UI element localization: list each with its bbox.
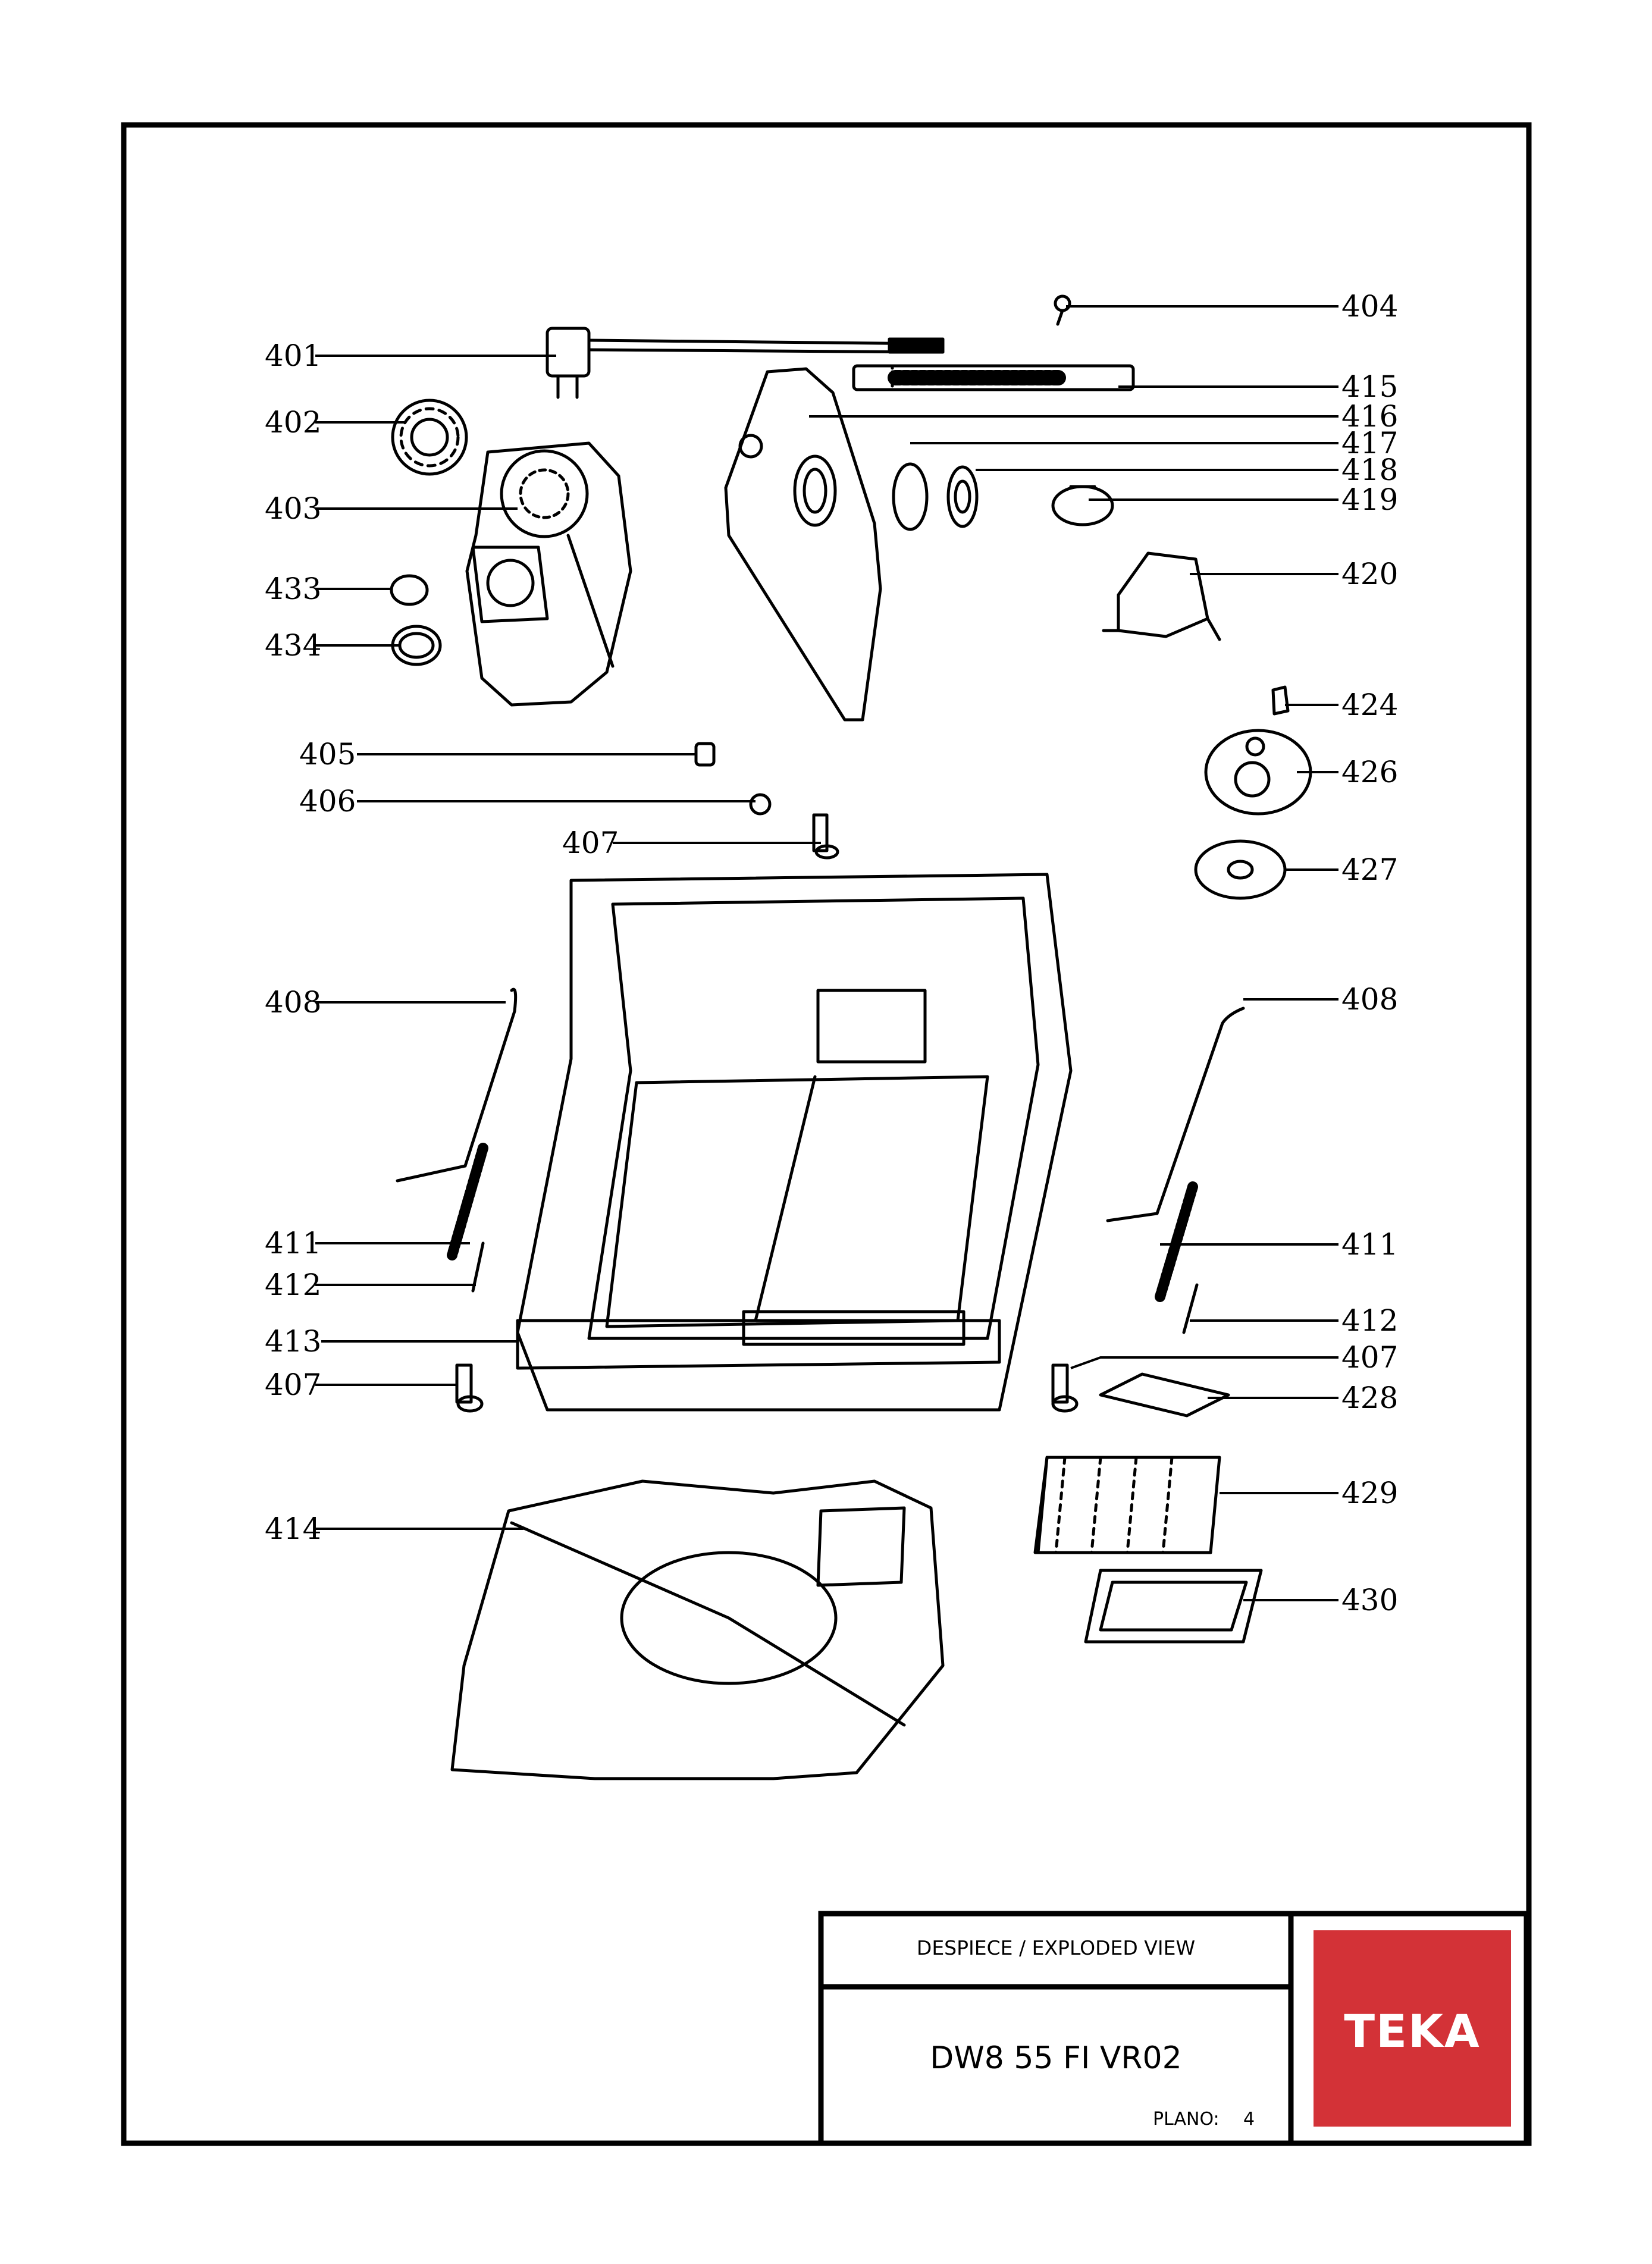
callout-labels-right: 404 415 416 417 418 419 420 424 426 427 … xyxy=(1341,289,1398,1617)
callout-418: 418 xyxy=(1341,453,1398,487)
callout-labels-left: 401 402 403 433 434 405 406 407 408 411 … xyxy=(265,338,619,1546)
brand-logo-panel xyxy=(1314,1930,1511,2127)
part-430-filter-plate xyxy=(1084,1569,1263,1644)
part-406-nut xyxy=(749,793,772,816)
title-block xyxy=(818,1911,1529,2146)
view-title: DESPIECE / EXPLODED VIEW xyxy=(916,1936,1196,1959)
plano-number: 4 xyxy=(1243,2109,1255,2130)
part-426-motor-plate xyxy=(1204,729,1312,816)
callout-433: 433 xyxy=(265,572,321,606)
callout-406: 406 xyxy=(299,784,356,819)
callout-429: 429 xyxy=(1341,1476,1398,1510)
part-418-filter-disc xyxy=(946,465,979,528)
plano-label: PLANO: xyxy=(1153,2109,1220,2130)
part-413-base-frame xyxy=(516,873,1073,1412)
callout-424: 424 xyxy=(1341,688,1398,722)
callout-415: 415 xyxy=(1341,369,1398,404)
part-407-screw-right xyxy=(1051,1363,1079,1413)
part-408-rod-left xyxy=(396,987,518,1183)
callout-430: 430 xyxy=(1341,1583,1398,1617)
callout-407: 407 xyxy=(265,1368,321,1402)
callout-428: 428 xyxy=(1341,1381,1398,1415)
part-407-screw-left xyxy=(455,1363,484,1413)
callout-420: 420 xyxy=(1341,557,1398,591)
part-415-corrugated-hose xyxy=(852,364,1135,391)
part-412-pin-left xyxy=(471,1241,485,1293)
callout-427: 427 xyxy=(1341,852,1398,887)
callout-412: 412 xyxy=(265,1268,321,1302)
part-428-plate xyxy=(1099,1372,1230,1418)
callout-426: 426 xyxy=(1341,755,1398,789)
callout-412: 412 xyxy=(1341,1303,1398,1338)
callout-419: 419 xyxy=(1341,482,1398,517)
callout-416: 416 xyxy=(1341,399,1398,434)
callout-411: 411 xyxy=(265,1226,321,1260)
part-424-clip xyxy=(1271,685,1290,716)
part-401-power-cord xyxy=(546,327,945,399)
brand-logo: TEKA xyxy=(1344,2005,1481,2058)
part-407-screw-top xyxy=(812,813,839,860)
part-402-gear-knob xyxy=(391,399,468,476)
callout-402: 402 xyxy=(265,405,321,440)
callout-414: 414 xyxy=(265,1512,321,1546)
callout-417: 417 xyxy=(1341,426,1398,460)
callout-434: 434 xyxy=(265,628,321,663)
callout-408: 408 xyxy=(265,985,321,1020)
callout-404: 404 xyxy=(1341,289,1398,324)
part-427-disc xyxy=(1194,839,1287,900)
drawing-frame xyxy=(121,122,1532,2146)
callout-403: 403 xyxy=(265,491,321,526)
part-420-bracket xyxy=(1102,551,1221,641)
callout-413: 413 xyxy=(265,1324,321,1359)
part-429-heater-grid xyxy=(1033,1456,1221,1554)
model-number: DW8 55 FI VR02 xyxy=(930,2040,1182,2076)
part-411-spring-right xyxy=(1155,1181,1198,1302)
part-433-o-ring-small xyxy=(390,574,429,606)
part-408-rod-right xyxy=(1106,1006,1245,1222)
callout-401: 401 xyxy=(265,338,321,373)
part-434-o-ring-large xyxy=(391,625,442,666)
part-419-valve xyxy=(1051,485,1114,526)
callout-407: 407 xyxy=(1341,1340,1398,1375)
part-416-side-panel xyxy=(724,367,882,722)
callout-407: 407 xyxy=(562,826,619,860)
part-403-pump-housing xyxy=(465,441,632,707)
callout-405: 405 xyxy=(299,737,356,772)
part-404-screw xyxy=(1054,294,1071,326)
part-417-gasket xyxy=(892,462,929,531)
part-412-pin-right xyxy=(1182,1283,1199,1334)
part-411-spring-left xyxy=(447,1143,488,1260)
leader-lines xyxy=(315,305,1338,1601)
callout-408: 408 xyxy=(1341,982,1398,1017)
part-414-bottom-tray xyxy=(450,1479,945,1780)
part-405-spring-pin xyxy=(694,742,716,767)
callout-411: 411 xyxy=(1341,1227,1398,1262)
